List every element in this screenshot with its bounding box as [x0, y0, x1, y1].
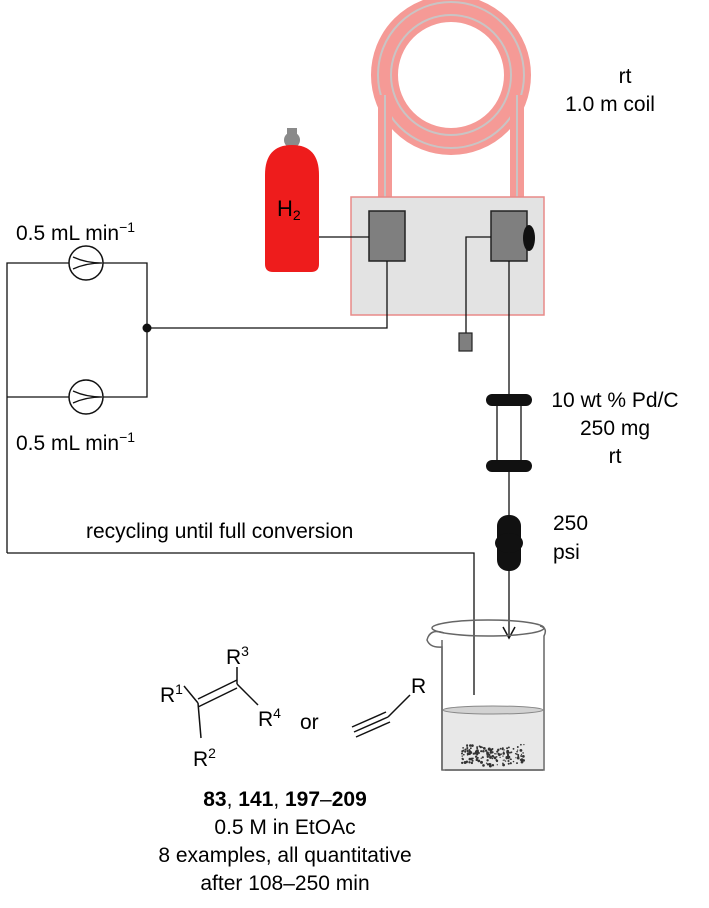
alkene-structure	[183, 667, 259, 739]
pdc-cartridge	[486, 394, 532, 472]
recycle-label: recycling until full conversion	[86, 520, 354, 543]
valve-knob	[523, 225, 535, 251]
r4-label: R4	[258, 705, 281, 731]
coil-length-label: 1.0 m coil	[565, 93, 655, 116]
pump-2-flow-label: 0.5 mL min−1	[16, 429, 136, 455]
catalyst-label: 10 wt % Pd/C	[551, 389, 679, 412]
h2-cylinder	[265, 128, 319, 272]
back-pressure-regulator	[495, 515, 523, 571]
catalyst-particles	[460, 743, 525, 768]
r3-label: R3	[226, 643, 249, 669]
alkyne-r-label: R	[411, 675, 427, 698]
compound-numbers: 83, 141, 197–209	[203, 788, 367, 811]
coil-temp-label: rt	[618, 65, 632, 88]
bpr-unit-label: psi	[553, 541, 580, 564]
mixer-right	[490, 210, 528, 262]
pump-1-flow-label: 0.5 mL min−1	[16, 219, 136, 245]
r2-label: R2	[193, 745, 216, 771]
examples-label: 8 examples, all quantitative	[158, 844, 412, 867]
h2-label: H2	[277, 196, 301, 223]
concentration-label: 0.5 M in EtOAc	[214, 816, 356, 839]
flow-arrow	[502, 626, 516, 640]
or-label: or	[300, 711, 319, 734]
pump-1	[68, 245, 104, 281]
alkyne-structure	[351, 694, 411, 738]
coil-reactor	[371, 0, 531, 212]
sample-vial	[458, 332, 473, 352]
mixer-left	[368, 210, 406, 262]
junction-node	[142, 323, 152, 333]
time-label: after 108–250 min	[200, 872, 370, 895]
r1-label: R1	[160, 681, 183, 707]
bpr-value-label: 250	[553, 512, 589, 535]
pump-2	[68, 379, 104, 415]
catalyst-amount-label: 250 mg	[579, 417, 651, 440]
cartridge-temp-label: rt	[608, 445, 622, 468]
beaker	[426, 619, 547, 771]
